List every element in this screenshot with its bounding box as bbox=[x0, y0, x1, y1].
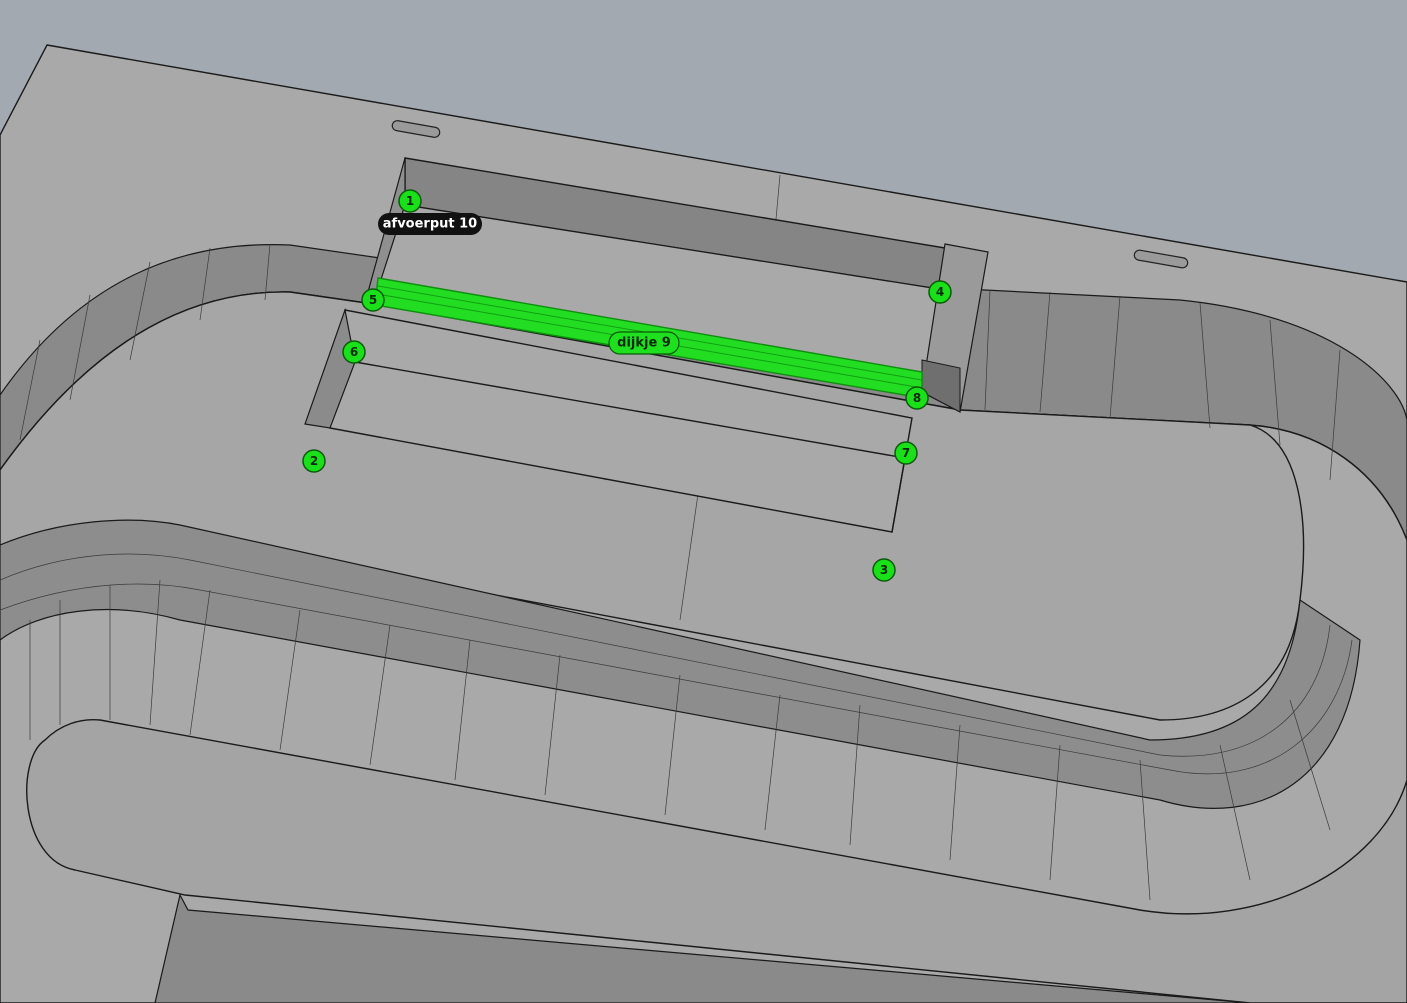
marker-7-label: 7 bbox=[902, 446, 910, 460]
marker-1[interactable]: 1 bbox=[398, 189, 422, 213]
marker-4-label: 4 bbox=[936, 285, 944, 299]
drain-pit[interactable] bbox=[367, 157, 989, 413]
marker-2[interactable]: 2 bbox=[302, 449, 326, 473]
afvoerput-label-text: afvoerput 10 bbox=[383, 217, 477, 232]
marker-3-label: 3 bbox=[880, 563, 888, 577]
lower-wall-cut bbox=[154, 893, 1251, 1003]
marker-7[interactable]: 7 bbox=[894, 441, 918, 465]
inner-island-lower[interactable] bbox=[26, 718, 1407, 1003]
marker-5[interactable]: 5 bbox=[361, 288, 385, 312]
marker-6-label: 6 bbox=[350, 345, 358, 359]
marker-2-label: 2 bbox=[310, 454, 318, 468]
marker-3[interactable]: 3 bbox=[872, 558, 896, 582]
marker-4[interactable]: 4 bbox=[928, 280, 952, 304]
marker-1-label: 1 bbox=[406, 194, 414, 208]
dijkje-label-text: dijkje 9 bbox=[617, 336, 671, 351]
marker-5-label: 5 bbox=[369, 293, 377, 307]
marker-6[interactable]: 6 bbox=[342, 340, 366, 364]
dijkje-label[interactable]: dijkje 9 bbox=[608, 331, 680, 355]
mounting-slot-right bbox=[1133, 249, 1189, 269]
marker-8[interactable]: 8 bbox=[905, 386, 929, 410]
basin-pit[interactable] bbox=[304, 307, 913, 533]
lower-channel[interactable] bbox=[0, 519, 1361, 809]
mounting-slot-left bbox=[391, 120, 441, 138]
marker-8-label: 8 bbox=[913, 391, 921, 405]
afvoerput-label[interactable]: afvoerput 10 bbox=[378, 213, 482, 235]
